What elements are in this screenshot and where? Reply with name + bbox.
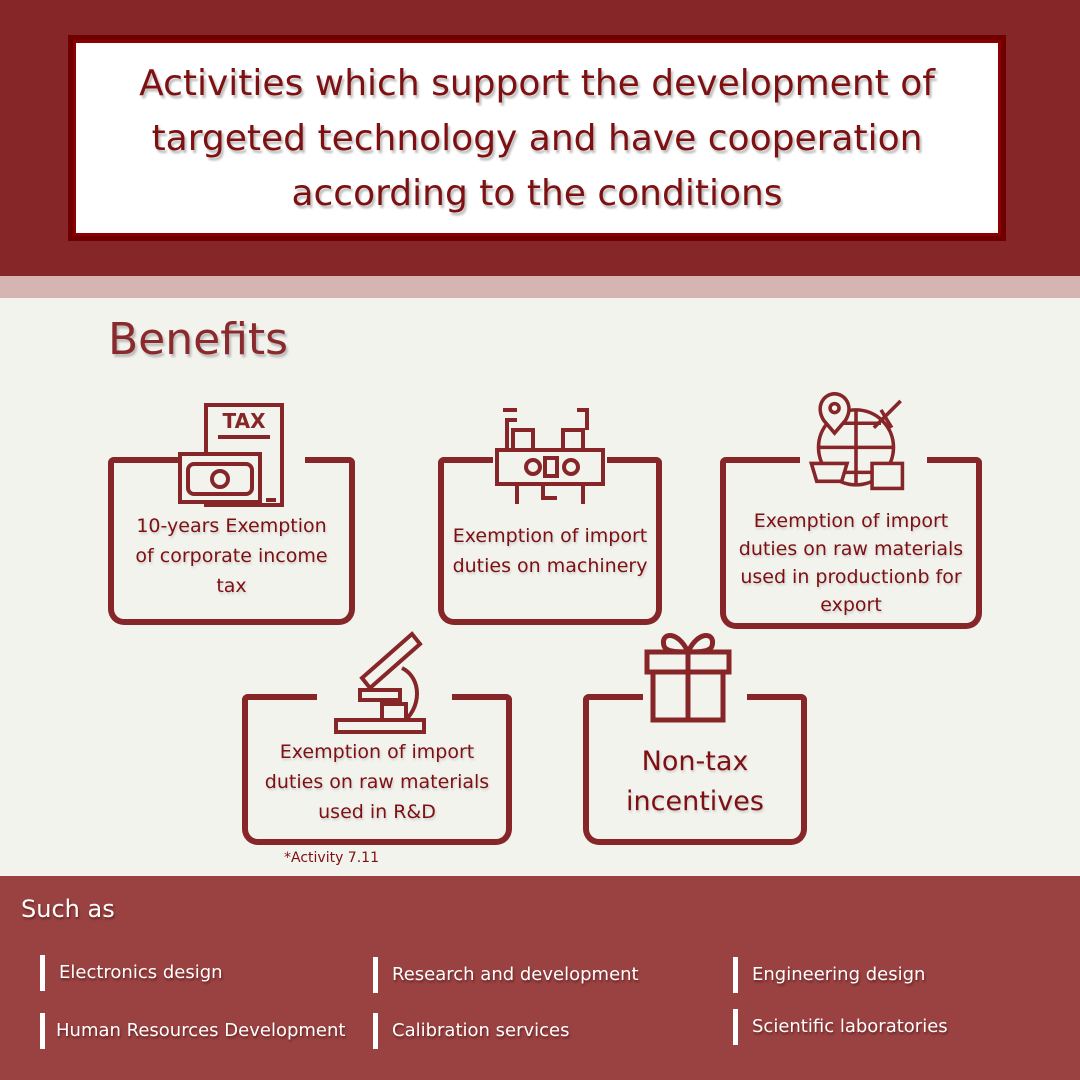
such-as-heading: Such as: [21, 895, 115, 923]
tax-money-icon: TAX: [178, 403, 284, 507]
activity-item: Electronics design: [40, 955, 223, 991]
benefit-label: Exemption of import duties on raw materi…: [738, 510, 964, 616]
microscope-icon: [334, 631, 426, 734]
benefit-label: Exemption of import duties on machinery: [452, 525, 648, 577]
activity-note: *Activity 7.11: [284, 850, 379, 866]
page-title: Activities which support the development…: [139, 62, 935, 214]
benefit-card-export-materials: Exemption of import duties on raw materi…: [720, 457, 982, 629]
divider-stripe: [0, 276, 1080, 298]
benefit-label: 10-years Exemption of corporate income t…: [135, 515, 328, 597]
gift-icon: [644, 633, 732, 723]
benefit-card-rnd-materials: Exemption of import duties on raw materi…: [242, 694, 512, 845]
benefit-card-machinery: Exemption of import duties on machinery: [438, 457, 662, 625]
activity-item: Research and development: [373, 957, 639, 993]
activity-item: Scientific laboratories: [733, 1009, 948, 1045]
activity-item: Engineering design: [733, 957, 925, 993]
activity-item: Calibration services: [373, 1013, 570, 1049]
such-as-band: [0, 876, 1080, 1080]
benefit-label: Exemption of import duties on raw materi…: [264, 741, 490, 823]
benefits-heading: Benefits: [108, 314, 289, 365]
global-logistics-icon: [808, 392, 905, 491]
benefit-card-corporate-tax: 10-years Exemption of corporate income t…: [108, 457, 355, 625]
benefit-label: Non-tax incentives: [626, 746, 764, 817]
title-box: Activities which support the development…: [68, 35, 1006, 241]
benefit-card-non-tax: Non-tax incentives: [583, 694, 807, 845]
machinery-icon: [495, 408, 605, 504]
svg-text:TAX: TAX: [223, 409, 267, 433]
activity-item: Human Resources Development: [40, 1013, 345, 1049]
